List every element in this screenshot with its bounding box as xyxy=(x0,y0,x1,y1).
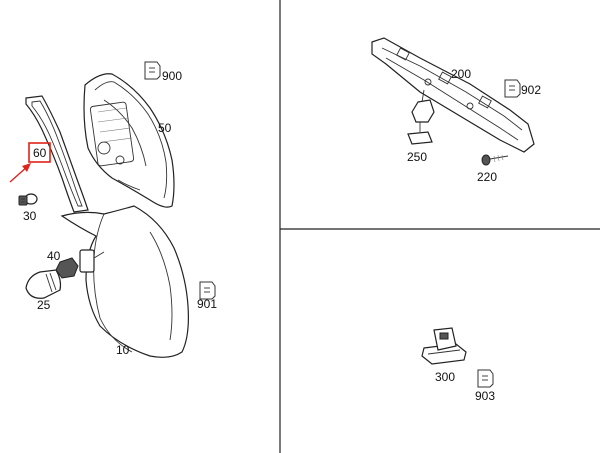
callout-200: 200 xyxy=(451,67,471,81)
part-220-screw[interactable] xyxy=(481,154,509,166)
highlight-box xyxy=(28,142,51,163)
part-50-lamp-housing[interactable] xyxy=(83,73,175,208)
part-200-bulb-carrier[interactable] xyxy=(371,37,535,153)
callout-300: 300 xyxy=(435,370,455,384)
callout-50: 50 xyxy=(158,121,172,135)
callout-30: 30 xyxy=(23,209,37,223)
callout-60: 60 xyxy=(33,146,47,160)
part-60-seal[interactable] xyxy=(25,95,89,213)
part-30-bulb[interactable] xyxy=(18,193,38,206)
callout-903: 903 xyxy=(475,389,495,403)
callout-220: 220 xyxy=(477,170,497,184)
callout-901: 901 xyxy=(197,297,217,311)
part-250-socket[interactable] xyxy=(407,99,435,145)
callout-40: 40 xyxy=(47,249,61,263)
document-tag-icon[interactable] xyxy=(477,369,494,388)
part-10-lens[interactable] xyxy=(60,205,189,358)
document-tag-icon[interactable] xyxy=(144,61,161,80)
part-25-bulb[interactable] xyxy=(25,269,62,299)
callout-25: 25 xyxy=(37,298,51,312)
callout-10: 10 xyxy=(116,343,130,357)
document-tag-icon[interactable] xyxy=(504,79,521,98)
arrow-icon xyxy=(9,163,31,183)
callout-902: 902 xyxy=(521,83,541,97)
document-tag-icon[interactable] xyxy=(199,281,216,300)
callout-900: 900 xyxy=(162,69,182,83)
part-300-connector[interactable] xyxy=(421,327,467,365)
callout-250: 250 xyxy=(407,150,427,164)
